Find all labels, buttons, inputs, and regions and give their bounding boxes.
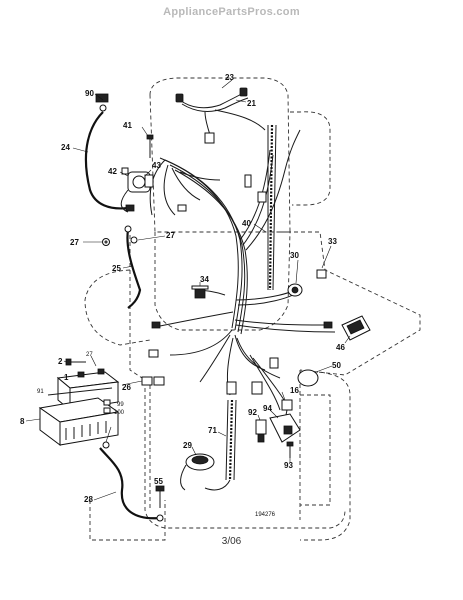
callout-94: 94: [263, 404, 272, 413]
bolt-2: [65, 358, 86, 366]
callout-34: 34: [200, 275, 209, 284]
callout-27a: 27: [70, 238, 79, 247]
callout-21: 21: [247, 99, 256, 108]
screw-41: [146, 134, 154, 158]
battery-tray-8: [38, 397, 120, 446]
bracket-99-100: [102, 399, 111, 449]
watermark: AppliancePartsPros.com: [163, 6, 300, 18]
callout-16: 16: [290, 386, 299, 395]
callout-93: 93: [284, 461, 293, 470]
washer-27: [102, 236, 138, 246]
battery-strap-91: [47, 387, 113, 396]
switch-94: [269, 413, 301, 443]
switch-34: [191, 285, 209, 299]
cable-24: [84, 93, 129, 210]
headlight-harness: [175, 87, 266, 144]
callout-40: 40: [242, 219, 251, 228]
callout-25: 25: [112, 264, 121, 273]
callout-27c: 27: [86, 352, 93, 358]
bolt-55: [155, 485, 165, 508]
callout-1: 1: [64, 373, 69, 382]
coiled-wire-40: [267, 124, 277, 291]
callout-41: 41: [123, 121, 132, 130]
callout-2: 2: [58, 357, 63, 366]
callout-55: 55: [154, 477, 163, 486]
callout-92: 92: [248, 408, 257, 417]
cable-28: [99, 447, 164, 522]
callout-42: 42: [108, 167, 117, 176]
cable-25: [124, 225, 142, 309]
callout-26: 26: [122, 383, 131, 392]
tractor-outline: [84, 77, 421, 541]
callout-43: 43: [152, 161, 161, 170]
callout-labels: 23 21 90 41 24 42 43 40 27 27 30 33 25 3…: [20, 73, 345, 518]
screw-93: [286, 441, 294, 458]
callout-28: 28: [84, 495, 93, 504]
callout-29: 29: [183, 441, 192, 450]
ignition-switch-30: [287, 269, 327, 297]
callout-71: 71: [208, 426, 217, 435]
plunger-switch-92: [255, 419, 267, 443]
callout-27b: 27: [166, 231, 175, 240]
seat-switch-29: [180, 453, 215, 491]
harness-connectors: [148, 174, 333, 395]
coiled-wire-71: [204, 399, 237, 491]
page-date: 3/06: [221, 536, 242, 547]
callout-50: 50: [332, 361, 341, 370]
callout-8: 8: [20, 417, 25, 426]
callout-90: 90: [85, 89, 94, 98]
connector-26: [141, 376, 165, 386]
callout-91: 91: [37, 389, 44, 395]
main-wire-harness: [149, 129, 336, 411]
callout-99: 99: [117, 402, 124, 408]
diagram-id: 194276: [255, 512, 276, 518]
leader-lines: [25, 79, 351, 501]
solenoid-assembly: [120, 167, 154, 213]
callout-33: 33: [328, 237, 337, 246]
callout-100: 100: [114, 410, 125, 416]
callout-23: 23: [225, 73, 234, 82]
module-46: [341, 315, 371, 341]
callout-46: 46: [336, 343, 345, 352]
callout-24: 24: [61, 143, 70, 152]
switch-50: [297, 369, 319, 387]
callout-30: 30: [290, 251, 299, 260]
